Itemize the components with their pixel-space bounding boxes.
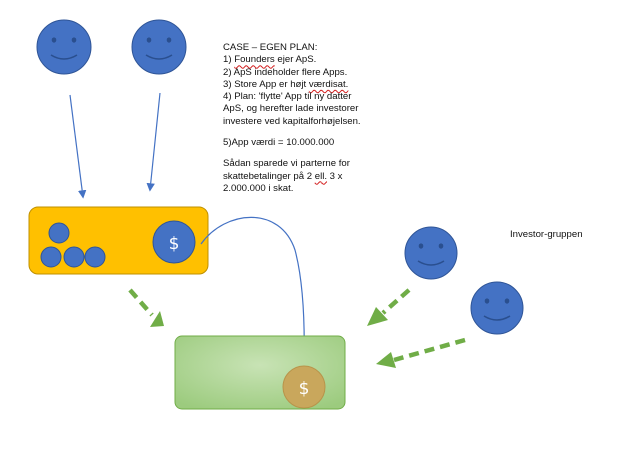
case-notes: CASE – EGEN PLAN: 1) Founders ejer ApS. … bbox=[223, 42, 393, 195]
notes-line-3: 3) Store App er højt værdisat. bbox=[223, 78, 349, 90]
investor-2-arrow bbox=[376, 337, 466, 368]
notes-line-4: 4) Plan: 'flytte' App til ny datter bbox=[223, 91, 352, 103]
holding-to-subsidiary-arrow bbox=[128, 288, 164, 327]
founder-face-2-icon bbox=[131, 19, 187, 75]
spellcheck-word: Founders bbox=[234, 54, 275, 66]
app-icon bbox=[40, 246, 62, 268]
app-icon bbox=[48, 222, 70, 244]
investor-face-1-icon bbox=[404, 226, 458, 280]
move-app-arrow bbox=[200, 216, 309, 366]
notes-line-6: investere ved kapitalforhøjelsen. bbox=[223, 115, 361, 127]
investor-face-2-icon bbox=[470, 281, 524, 335]
notes-line-2: 2) ApS indeholder flere Apps. bbox=[223, 66, 348, 78]
notes-line-10: 2.000.000 i skat. bbox=[223, 182, 294, 194]
founder-1-arrow bbox=[69, 94, 87, 199]
notes-title: CASE – EGEN PLAN: bbox=[223, 42, 318, 53]
investor-1-arrow bbox=[367, 288, 411, 326]
notes-line-7: 5)App værdi = 10.000.000 bbox=[223, 137, 335, 149]
founder-2-arrow bbox=[146, 92, 161, 192]
notes-line-9: skattebetalinger på 2 ell. 3 x bbox=[223, 170, 343, 182]
notes-line-5: ApS, og herefter lade investorer bbox=[223, 103, 359, 115]
moved-app-dollar-symbol: $ bbox=[299, 379, 310, 399]
app-icon bbox=[84, 246, 106, 268]
moved-app-dollar-coin-icon bbox=[282, 365, 326, 409]
app-icon bbox=[63, 246, 85, 268]
notes-line-1: 1) Founders ejer ApS. bbox=[223, 54, 317, 66]
big-app-dollar-coin-icon bbox=[152, 220, 196, 264]
founder-face-1-icon bbox=[36, 19, 92, 75]
spellcheck-word: værdisat. bbox=[308, 78, 349, 90]
notes-line-8: Sådan sparede vi parterne for bbox=[223, 158, 350, 170]
big-app-dollar-symbol: $ bbox=[169, 234, 180, 254]
spellcheck-word: ell. bbox=[314, 170, 328, 182]
investor-group-label: Investor-gruppen bbox=[510, 229, 583, 240]
